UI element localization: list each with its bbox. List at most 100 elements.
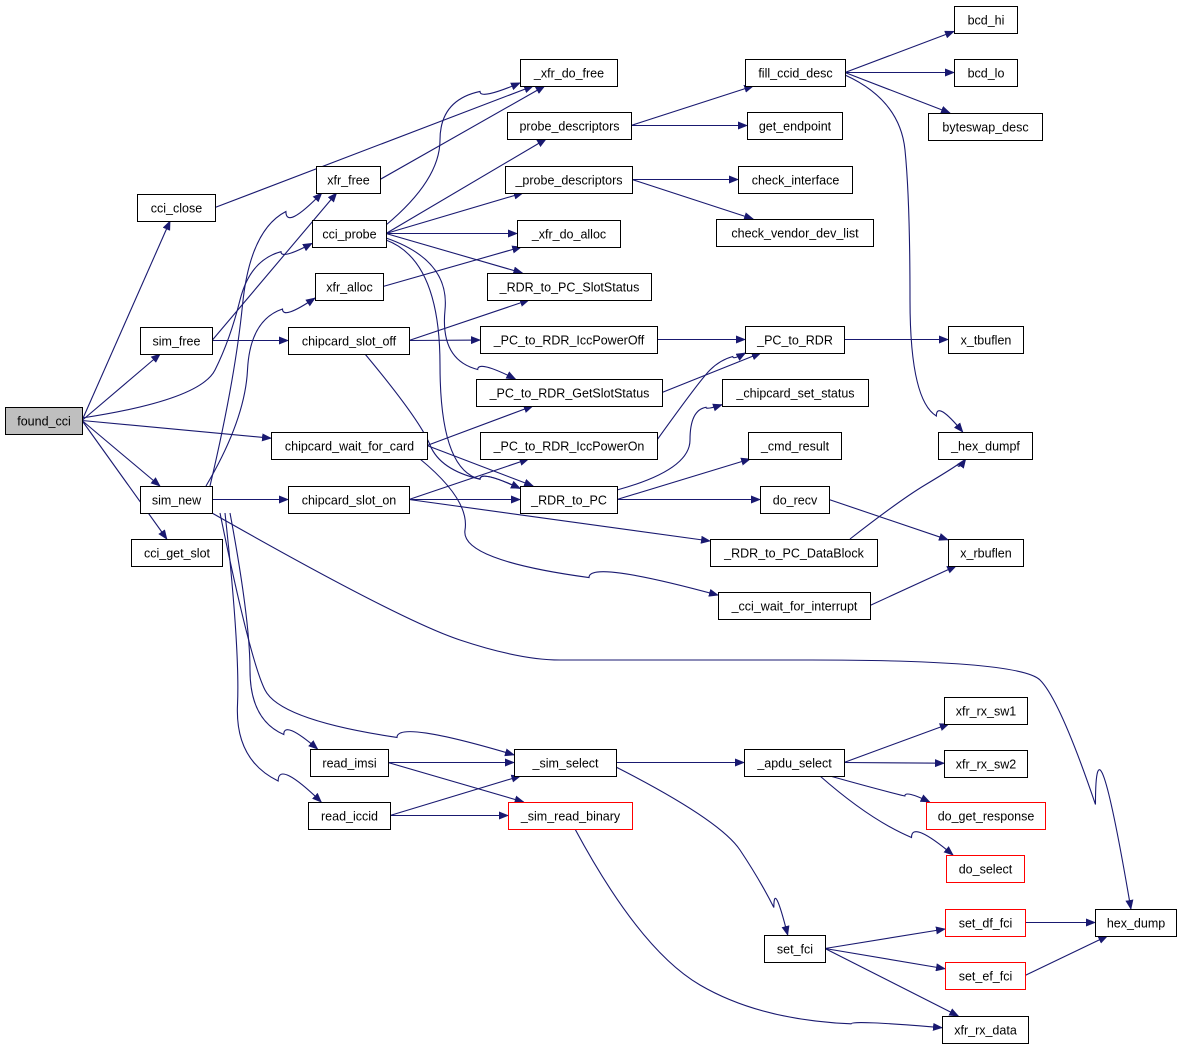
node-label: sim_new — [152, 494, 202, 508]
node-box — [480, 326, 658, 354]
node-sim-new[interactable]: sim_new — [140, 486, 213, 514]
node-RDR-to-PC[interactable]: _RDR_to_PC — [520, 486, 618, 514]
edge-xfr_free-to-xfr_do_free — [379, 85, 546, 180]
node-xfr-free[interactable]: xfr_free — [316, 166, 381, 194]
node-cci-wait-for-interrupt[interactable]: _cci_wait_for_interrupt — [718, 592, 871, 620]
node-apdu-select[interactable]: _apdu_select — [744, 749, 845, 777]
node-box — [938, 432, 1033, 460]
edge-set_fci-to-xfr_rx_data — [824, 948, 960, 1017]
node-PC-to-RDR-IccPowerOn[interactable]: _PC_to_RDR_IccPowerOn — [480, 432, 658, 460]
edge-sim_new-to-read_iccid — [224, 512, 322, 803]
node-probe-descriptors[interactable]: probe_descriptors — [507, 112, 632, 140]
node-read-iccid[interactable]: read_iccid — [308, 802, 391, 830]
node-sim-read-binary[interactable]: _sim_read_binary — [508, 802, 633, 830]
edge-found_cci-to-cci_probe — [81, 242, 313, 419]
node-sim-free[interactable]: sim_free — [140, 327, 213, 355]
edge-probe_descriptors-to-fill_ccid_desc — [630, 84, 755, 127]
node-probe-descriptors[interactable]: _probe_descriptors — [505, 166, 633, 194]
node-xfr-rx-sw1[interactable]: xfr_rx_sw1 — [944, 697, 1028, 725]
node-xfr-do-alloc[interactable]: _xfr_do_alloc — [517, 220, 621, 248]
edge-apdu_select-to-do_select — [819, 775, 954, 856]
node-set-df-fci[interactable]: set_df_fci — [945, 909, 1026, 937]
node-label: chipcard_wait_for_card — [285, 440, 414, 454]
node-label: x_tbuflen — [961, 334, 1012, 348]
node-cmd-result[interactable]: _cmd_result — [748, 432, 842, 460]
node-cci-probe[interactable]: cci_probe — [312, 220, 387, 248]
node-xfr-rx-sw2[interactable]: xfr_rx_sw2 — [944, 750, 1028, 778]
edge-found_cci-to-cci_close — [81, 220, 171, 421]
node-fill-ccid-desc[interactable]: fill_ccid_desc — [745, 59, 846, 87]
node-box — [948, 326, 1024, 354]
node-box — [945, 962, 1026, 990]
node-hex-dump[interactable]: hex_dump — [1095, 909, 1177, 937]
node-bcd-hi[interactable]: bcd_hi — [954, 6, 1018, 34]
edge-apdu_select-to-xfr_rx_sw2 — [843, 759, 945, 768]
node-do-select[interactable]: do_select — [946, 855, 1025, 883]
node-cci-get-slot[interactable]: cci_get_slot — [131, 539, 223, 567]
node-do-recv[interactable]: do_recv — [760, 486, 830, 514]
node-label: _PC_to_RDR_IccPowerOff — [493, 334, 645, 348]
node-box — [954, 59, 1018, 87]
node-bcd-lo[interactable]: bcd_lo — [954, 59, 1018, 87]
node-found-cci[interactable]: found_cci — [5, 407, 83, 435]
node-RDR-to-PC-DataBlock[interactable]: _RDR_to_PC_DataBlock — [710, 539, 878, 567]
node-box — [946, 855, 1025, 883]
node-hex-dumpf[interactable]: _hex_dumpf — [938, 432, 1033, 460]
edge-sim_read_binary-to-xfr_rx_data — [574, 828, 943, 1031]
node-box — [288, 327, 410, 355]
edge-cci_probe-to-RDR_to_PC_SlotStatus — [385, 232, 524, 275]
node-get-endpoint[interactable]: get_endpoint — [747, 112, 843, 140]
node-box — [517, 220, 621, 248]
node-label: byteswap_desc — [942, 121, 1028, 135]
edge-sim_new-to-xfr_free — [209, 192, 323, 487]
node-check-vendor-dev-list[interactable]: check_vendor_dev_list — [716, 219, 874, 247]
node-sim-select[interactable]: _sim_select — [514, 749, 617, 777]
node-box — [316, 166, 381, 194]
node-do-get-response[interactable]: do_get_response — [926, 802, 1046, 830]
node-label: sim_free — [153, 335, 201, 349]
node-label: chipcard_slot_off — [302, 335, 397, 349]
edge-sim_new-to-sim_select — [219, 512, 515, 757]
node-label: _cci_wait_for_interrupt — [731, 600, 858, 614]
node-box — [945, 909, 1026, 937]
node-label: check_vendor_dev_list — [731, 227, 859, 241]
node-xfr-do-free[interactable]: _xfr_do_free — [520, 59, 618, 87]
node-label: x_rbuflen — [960, 547, 1011, 561]
node-xfr-rx-data[interactable]: xfr_rx_data — [942, 1016, 1029, 1044]
node-x-rbuflen[interactable]: x_rbuflen — [948, 539, 1024, 567]
node-set-fci[interactable]: set_fci — [764, 935, 826, 963]
node-label: _chipcard_set_status — [735, 387, 854, 401]
edge-chipcard_wait_for_card-to-PC_to_RDR_GetSlotStatus — [426, 405, 534, 447]
node-label: _sim_read_binary — [520, 810, 621, 824]
node-label: cci_close — [151, 202, 202, 216]
node-label: do_recv — [773, 494, 818, 508]
node-xfr-alloc[interactable]: xfr_alloc — [315, 273, 384, 301]
node-label: get_endpoint — [759, 120, 832, 134]
node-PC-to-RDR-GetSlotStatus[interactable]: _PC_to_RDR_GetSlotStatus — [476, 379, 663, 407]
node-label: do_get_response — [938, 810, 1035, 824]
node-chipcard-slot-on[interactable]: chipcard_slot_on — [288, 486, 410, 514]
edge-chipcard_slot_off-to-RDR_to_PC_SlotStatus — [408, 299, 530, 342]
node-chipcard-set-status[interactable]: _chipcard_set_status — [722, 379, 869, 407]
node-x-tbuflen[interactable]: x_tbuflen — [948, 326, 1024, 354]
edge-read_imsi-to-sim_read_binary — [387, 761, 525, 804]
node-PC-to-RDR[interactable]: _PC_to_RDR — [745, 326, 845, 354]
node-set-ef-fci[interactable]: set_ef_fci — [945, 962, 1026, 990]
node-read-imsi[interactable]: read_imsi — [310, 749, 389, 777]
node-box — [476, 379, 663, 407]
node-box — [480, 432, 658, 460]
node-label: _sim_select — [532, 757, 600, 771]
edge-PC_to_RDR_IccPowerOn-to-PC_to_RDR — [656, 352, 747, 441]
node-box — [520, 59, 618, 87]
node-label: cci_probe — [322, 228, 376, 242]
node-check-interface[interactable]: check_interface — [738, 166, 853, 194]
node-chipcard-slot-off[interactable]: chipcard_slot_off — [288, 327, 410, 355]
node-RDR-to-PC-SlotStatus[interactable]: _RDR_to_PC_SlotStatus — [487, 273, 652, 301]
node-label: xfr_rx_sw1 — [956, 705, 1016, 719]
node-cci-close[interactable]: cci_close — [137, 194, 216, 222]
node-PC-to-RDR-IccPowerOff[interactable]: _PC_to_RDR_IccPowerOff — [480, 326, 658, 354]
node-chipcard-wait-for-card[interactable]: chipcard_wait_for_card — [271, 432, 428, 460]
node-byteswap-desc[interactable]: byteswap_desc — [928, 113, 1043, 141]
edge-found_cci-to-sim_new — [81, 420, 161, 487]
edge-set_fci-to-set_ef_fci — [824, 947, 946, 972]
